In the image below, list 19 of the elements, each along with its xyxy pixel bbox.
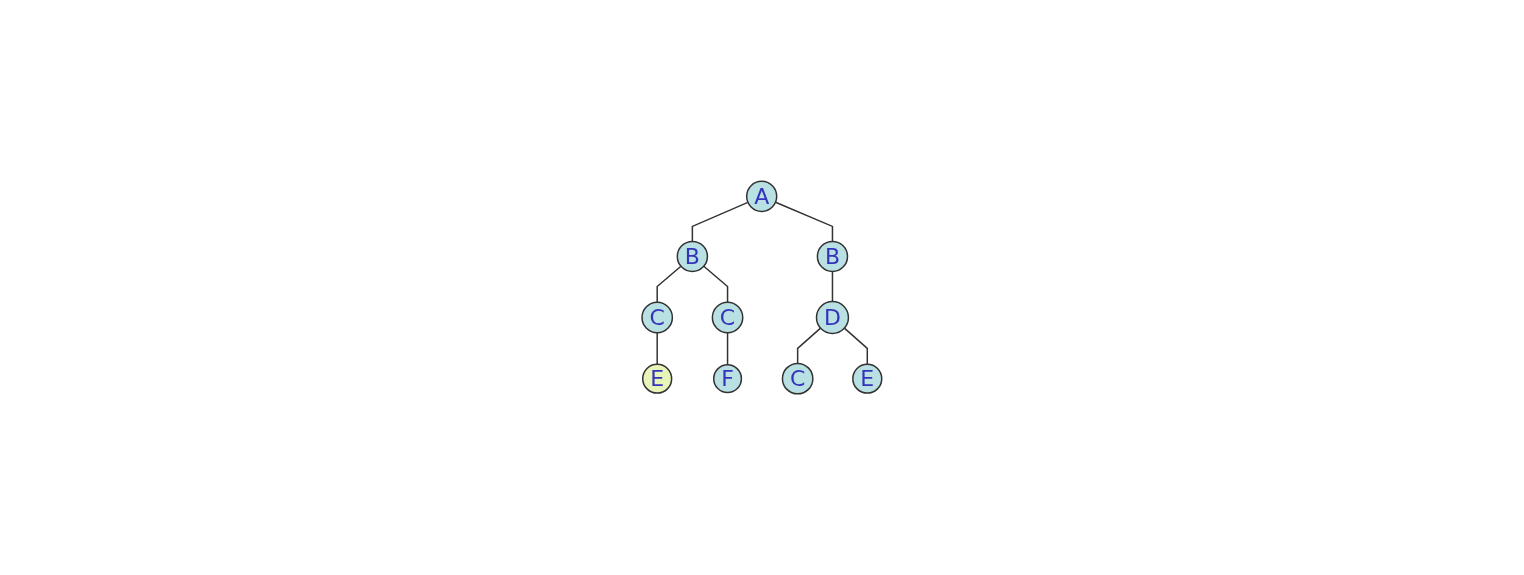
node-circle: B — [676, 240, 709, 273]
node-circle: C — [711, 301, 744, 334]
node-circle: A — [746, 180, 778, 213]
node-circle: B — [816, 240, 849, 273]
connector — [843, 327, 869, 365]
connector — [656, 331, 659, 365]
node-circle: C — [781, 362, 814, 395]
connector — [691, 201, 749, 243]
connector — [703, 265, 729, 304]
node-circle: D — [815, 300, 850, 335]
node-circle: E — [852, 363, 883, 394]
connector — [656, 265, 682, 304]
node-circle: C — [641, 301, 674, 334]
connector — [726, 331, 729, 366]
node-circle: F — [713, 364, 743, 394]
connector — [797, 327, 822, 365]
node-circle: E — [642, 363, 673, 394]
connector — [831, 270, 834, 303]
connector — [774, 201, 834, 243]
